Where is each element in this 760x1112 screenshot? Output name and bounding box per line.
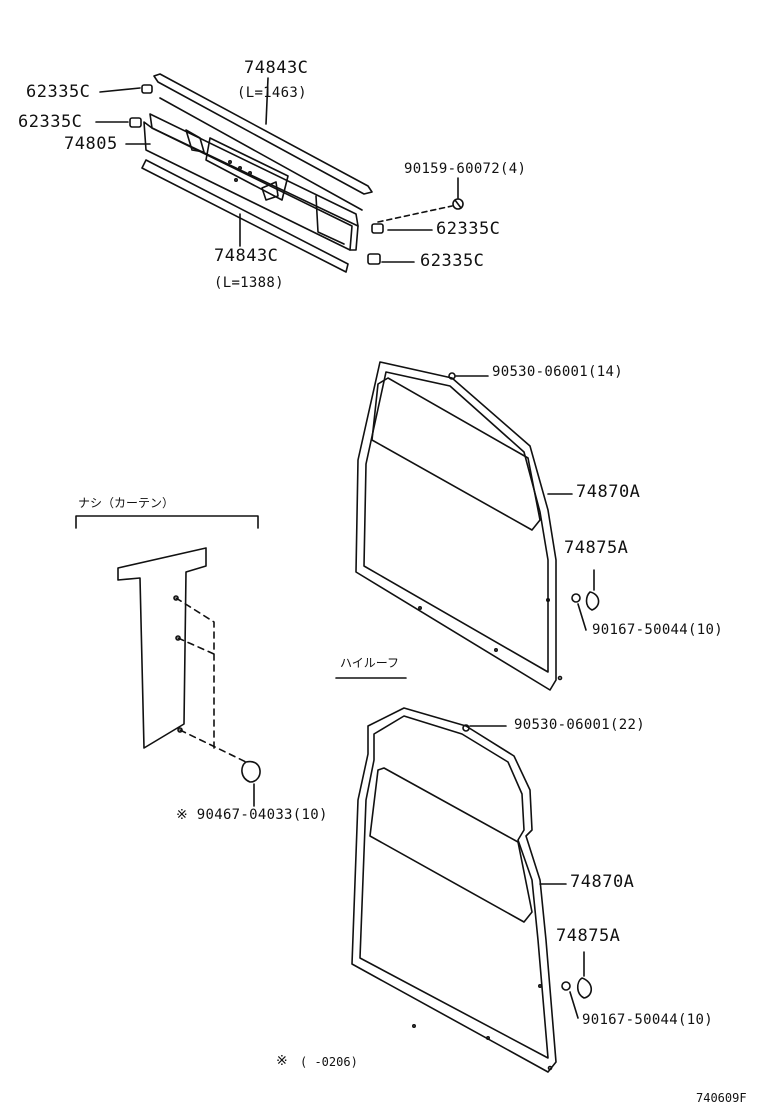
label-clip-lower: 90530-06001(22) bbox=[514, 717, 645, 733]
label-rod-top-length: (L=1463) bbox=[237, 85, 307, 101]
screw-top bbox=[452, 198, 464, 210]
label-high-roof: ハイルーフ bbox=[340, 656, 400, 670]
label-board-upper: 74870A bbox=[576, 482, 641, 502]
footnote-mark: ※ bbox=[276, 1053, 289, 1069]
label-rivet: ※ 90467-04033(10) bbox=[176, 807, 328, 823]
label-hook-lower: 74875A bbox=[556, 926, 621, 946]
label-screw-top: 90159-60072(4) bbox=[404, 161, 527, 177]
board-lower bbox=[351, 707, 593, 1073]
footnote-text: ( -0206) bbox=[300, 1055, 358, 1069]
label-rail: 74805 bbox=[64, 134, 118, 154]
board-upper bbox=[355, 361, 600, 691]
label-screw-lower: 90167-50044(10) bbox=[582, 1012, 713, 1028]
label-clip-b: 62335C bbox=[18, 112, 83, 132]
rod-top bbox=[153, 73, 373, 195]
label-rod-bottom-length: (L=1388) bbox=[214, 275, 284, 291]
label-none-curtain: ナシ（カーテン） bbox=[78, 496, 175, 510]
upper-leaders bbox=[455, 375, 595, 631]
label-rod-bottom-part: 74843C bbox=[214, 246, 279, 266]
rod-bottom bbox=[141, 159, 349, 273]
curtain-trim-panel bbox=[117, 547, 261, 807]
rail-74805 bbox=[143, 97, 363, 251]
label-clip-a: 62335C bbox=[26, 82, 91, 102]
label-rod-top-part: 74843C bbox=[244, 58, 309, 78]
label-screw-upper: 90167-50044(10) bbox=[592, 622, 723, 638]
label-clip-upper: 90530-06001(14) bbox=[492, 364, 623, 380]
label-hook-upper: 74875A bbox=[564, 538, 629, 558]
curtain-bracket bbox=[75, 515, 259, 529]
lower-leaders bbox=[469, 725, 585, 1019]
label-clip-c: 62335C bbox=[436, 219, 501, 239]
clip-62335c-set bbox=[129, 84, 384, 265]
figure-code: 740609F bbox=[696, 1091, 747, 1105]
label-clip-d: 62335C bbox=[420, 251, 485, 271]
top-leaders bbox=[95, 77, 459, 263]
label-board-lower: 74870A bbox=[570, 872, 635, 892]
